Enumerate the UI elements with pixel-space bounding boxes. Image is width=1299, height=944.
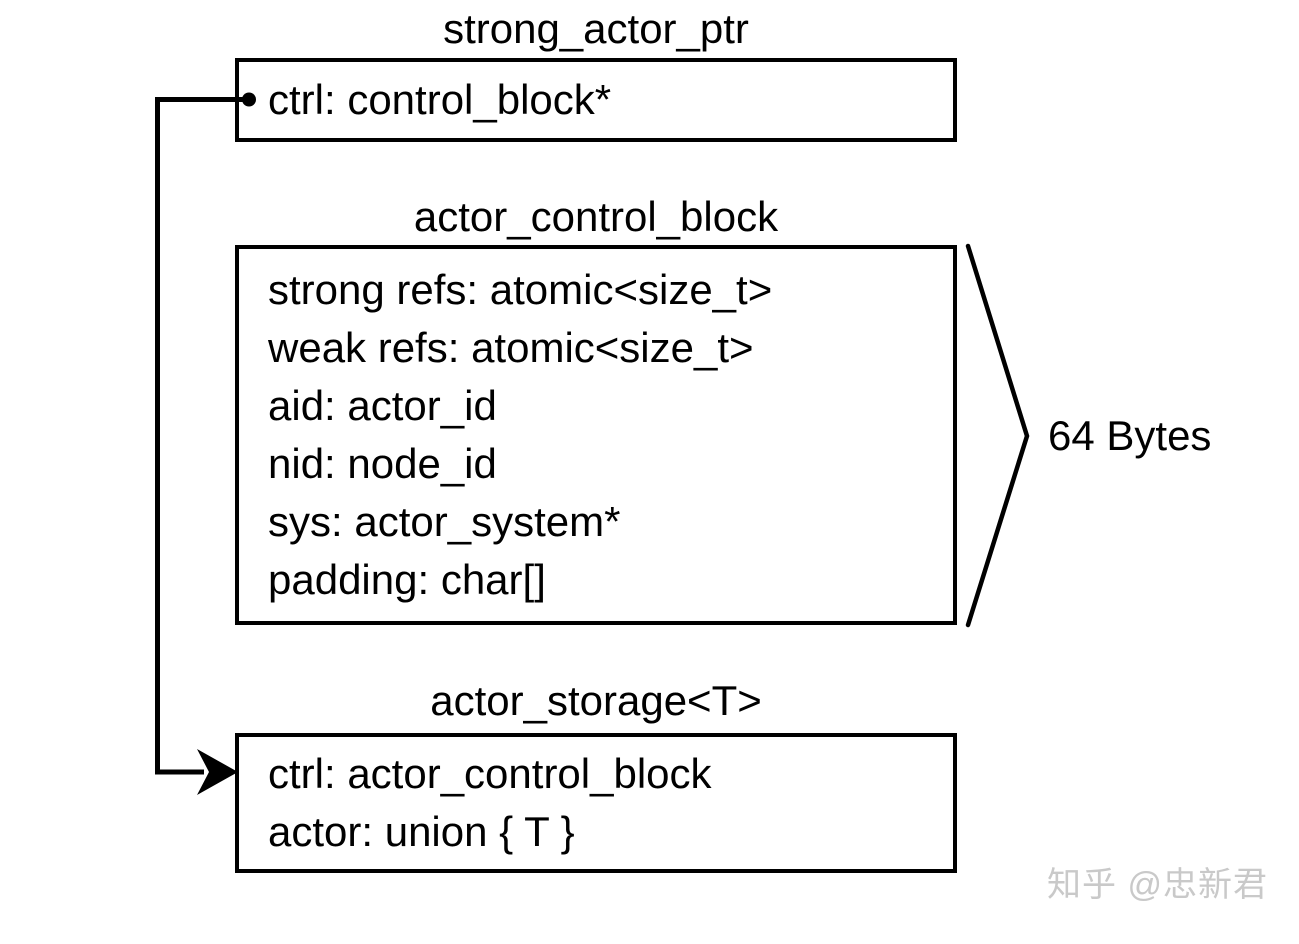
node-title-strong-actor-ptr: strong_actor_ptr	[443, 5, 749, 52]
field-nid: nid: node_id	[268, 440, 497, 487]
field-ctrl-control-block: ctrl: control_block*	[268, 76, 612, 123]
node-title-actor-control-block: actor_control_block	[413, 193, 779, 240]
field-sys: sys: actor_system*	[268, 498, 621, 545]
size-annotation-label: 64 Bytes	[1048, 412, 1212, 459]
field-ctrl-actor-control-block: ctrl: actor_control_block	[268, 750, 712, 797]
field-actor-union: actor: union { T }	[268, 808, 575, 855]
node-box-actor-storage: ctrl: actor_control_block actor: union {…	[235, 733, 957, 873]
arrowhead-icon	[197, 749, 238, 795]
field-weak-refs: weak refs: atomic<size_t>	[268, 324, 754, 371]
watermark-text: 知乎 @忠新君	[1047, 866, 1268, 904]
pointer-elbow-line	[155, 97, 248, 775]
field-padding: padding: char[]	[268, 556, 546, 603]
node-box-actor-control-block: strong refs: atomic<size_t> weak refs: a…	[235, 245, 957, 625]
field-aid: aid: actor_id	[268, 382, 497, 429]
field-strong-refs: strong refs: atomic<size_t>	[268, 266, 773, 313]
node-box-strong-actor-ptr: ctrl: control_block*	[235, 58, 957, 142]
pointer-origin-dot-icon	[242, 92, 256, 107]
node-title-actor-storage: actor_storage<T>	[430, 677, 762, 724]
size-brace-icon	[965, 243, 1030, 628]
